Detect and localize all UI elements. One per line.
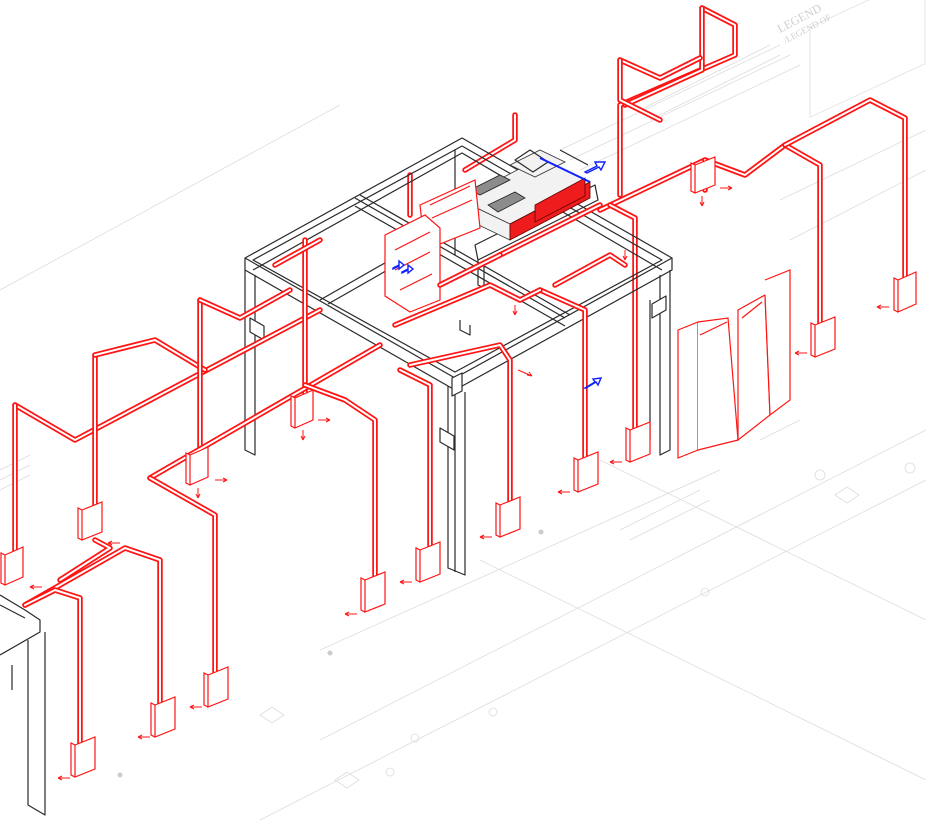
diffuser-grille-icon [0, 156, 917, 778]
ahu-unit-icon [384, 149, 591, 313]
steel-frame [0, 137, 673, 816]
legend-block: LEGEND /LEGEND OF [775, 1, 833, 46]
blue-airflow-arrows [392, 161, 607, 389]
airflow-arrow-icon [29, 185, 889, 781]
flexible-duct-icon [677, 269, 791, 459]
supply-ducts-front [12, 202, 628, 748]
